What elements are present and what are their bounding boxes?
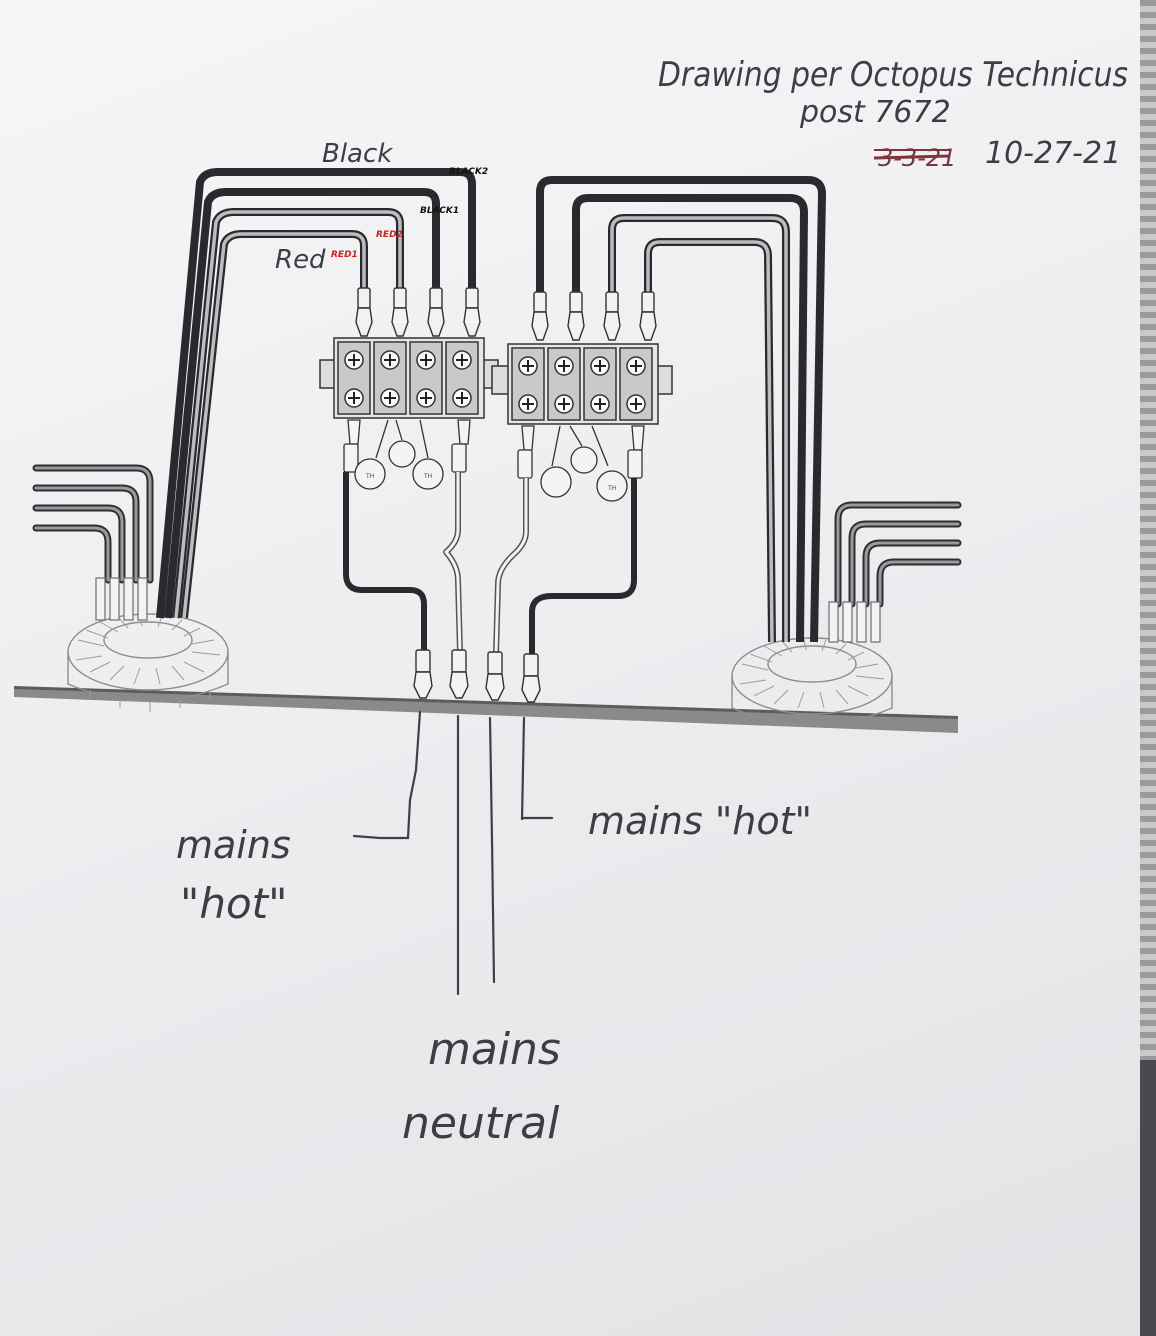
black-wire-label: Black <box>322 139 393 169</box>
red1-tag: RED1 <box>331 250 358 260</box>
left-thermistors: TH TH <box>343 419 471 490</box>
black2-tag: BLACK2 <box>449 167 488 177</box>
thermistor-label: TH <box>607 485 616 492</box>
struck-date: 3-3-21 <box>873 144 956 172</box>
mains-neutral-label-line1: mains <box>428 1024 561 1075</box>
thermistor-label: TH <box>365 473 374 480</box>
right-thermistors: TH <box>517 425 645 502</box>
right-primary-leads <box>536 176 826 643</box>
mains-hot-right-label: mains "hot" <box>588 799 812 843</box>
left-toroid-transformer <box>67 613 229 712</box>
right-top-spades <box>531 291 657 341</box>
right-terminal-block <box>491 343 673 425</box>
thermistor-label: TH <box>423 473 432 480</box>
black1-tag: BLACK1 <box>420 206 459 216</box>
hand-drawn-mains-leads <box>352 710 554 996</box>
mains-wiring <box>343 472 637 655</box>
red-wire-label: Red <box>275 245 326 275</box>
left-top-spades <box>355 287 481 337</box>
left-primary-leads <box>156 168 476 619</box>
left-secondary-leads <box>32 464 154 621</box>
drawing-date: 10-27-21 <box>985 136 1121 171</box>
mains-hot-left-label-line1: mains <box>176 823 291 867</box>
mains-spade-terminals <box>413 649 541 703</box>
mains-hot-left-label-line2: "hot" <box>180 879 287 928</box>
top-spade-terminals <box>355 287 657 341</box>
background-edge <box>1140 0 1156 1336</box>
mains-neutral-label-line2: neutral <box>402 1098 560 1149</box>
left-terminal-block <box>319 337 499 419</box>
drawing-post: post 7672 <box>799 95 951 130</box>
right-secondary-leads <box>828 501 962 643</box>
drawing-title: Drawing per Octopus Technicus <box>658 55 1128 95</box>
chassis-plate <box>14 686 958 733</box>
red2-tag: RED2 <box>376 230 403 240</box>
